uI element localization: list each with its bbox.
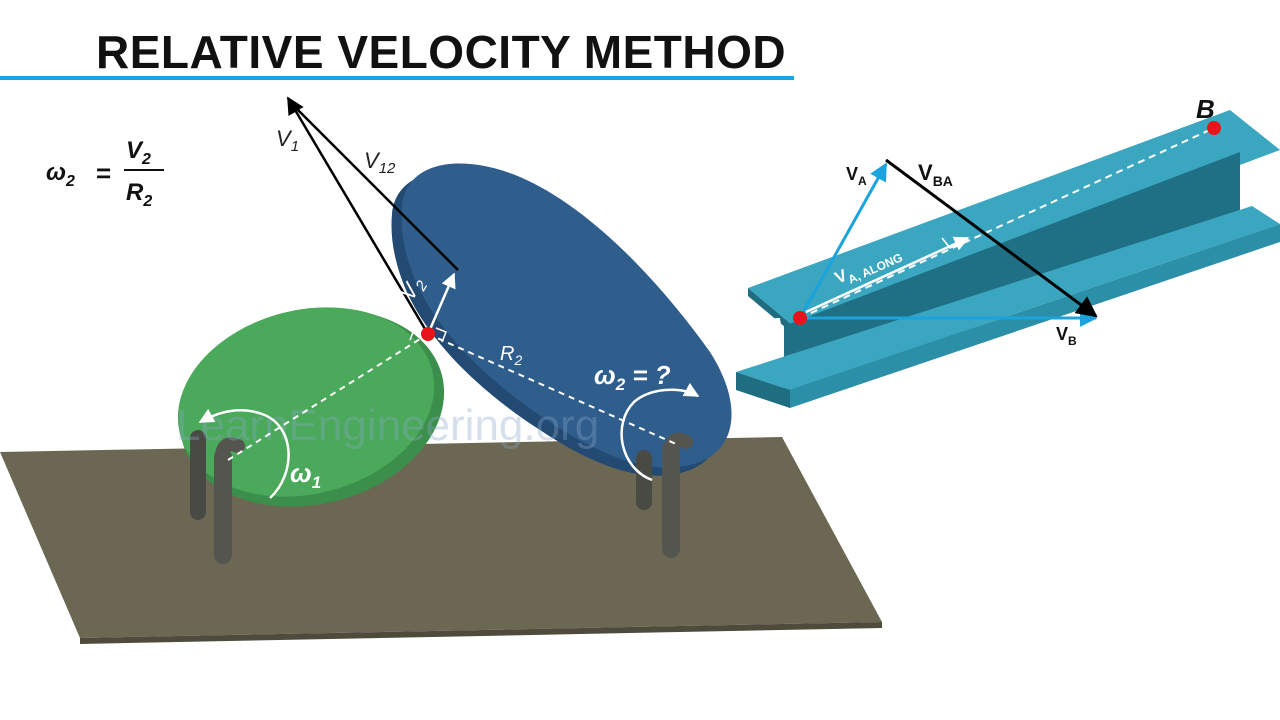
title-underline [0, 76, 794, 80]
formula-equals: = [96, 158, 111, 188]
beam-axis [799, 127, 1215, 319]
v12-label: V12 [364, 148, 396, 177]
right-angle-marker-contact [409, 325, 425, 341]
omega2-rotation-arrow [620, 382, 700, 482]
formula-numerator: V2 [126, 137, 151, 168]
base-plate [0, 437, 882, 644]
pin-left [190, 430, 245, 564]
v1-label: V1 [276, 126, 299, 155]
page-title: RELATIVE VELOCITY METHOD [96, 26, 787, 78]
watermark: LearnEngineering.org [176, 401, 599, 450]
v1-vector [286, 96, 430, 335]
right-angle-marker-beam [941, 237, 963, 249]
point-b [1207, 121, 1221, 135]
va-along-vector [805, 236, 970, 314]
omega1-label: ω1 [290, 458, 321, 492]
omega2-label: ω2 = ? [594, 360, 671, 394]
omega1-rotation-arrow [198, 408, 290, 499]
i-beam [736, 110, 1280, 408]
contact-point [421, 327, 435, 341]
vb-label: VB [1056, 324, 1077, 348]
right-angle-marker-r2 [435, 327, 447, 343]
point-a-label: A [765, 312, 785, 342]
v12-vector [291, 103, 459, 271]
formula-omega2: ω2 = V2 R2 [46, 137, 164, 210]
r2-centre-line [427, 333, 677, 445]
point-b-label: B [1196, 94, 1215, 124]
vba-label: VBA [918, 160, 953, 189]
point-a [793, 311, 807, 325]
vba-vector [885, 158, 1098, 318]
va-label: VA [846, 164, 867, 188]
pin-right [636, 432, 693, 558]
formula-denominator: R2 [126, 179, 152, 210]
formula-lhs: ω2 [46, 159, 75, 190]
r2-label: R2 [500, 343, 522, 368]
v2-vector [426, 272, 456, 335]
va-vector [798, 162, 888, 319]
